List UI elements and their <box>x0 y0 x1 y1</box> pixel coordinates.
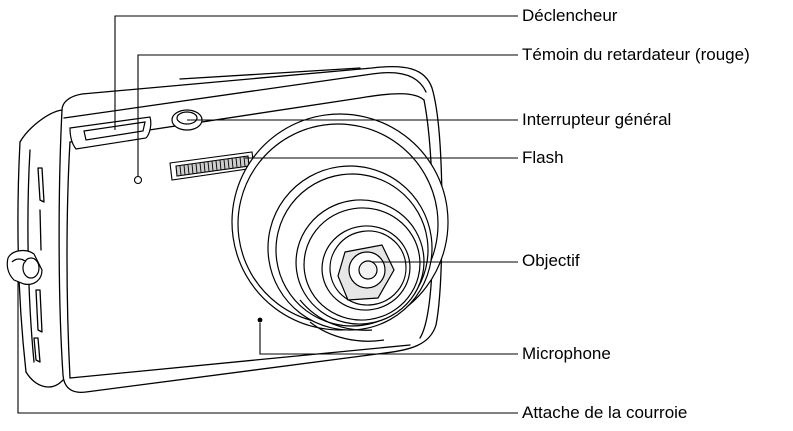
label-flash: Flash <box>522 148 564 167</box>
leader-self-timer <box>137 54 518 176</box>
flash-window <box>169 151 255 181</box>
label-shutter-release: Déclencheur <box>522 6 618 25</box>
label-microphone: Microphone <box>522 344 611 363</box>
leader-shutter <box>114 15 518 130</box>
label-lens: Objectif <box>522 251 580 270</box>
microphone-hole <box>257 317 263 323</box>
shutter-button <box>69 116 152 150</box>
lens-assembly <box>231 113 449 342</box>
leader-strap <box>17 282 518 414</box>
label-power-switch: Interrupteur général <box>522 110 672 129</box>
strap-lug <box>6 249 43 285</box>
label-self-timer-lamp: Témoin du retardateur (rouge) <box>522 45 750 64</box>
label-strap-lug: Attache de la courroie <box>522 403 688 422</box>
leader-lines <box>17 15 518 414</box>
self-timer-lamp <box>133 175 143 185</box>
leader-microphone <box>259 323 518 355</box>
